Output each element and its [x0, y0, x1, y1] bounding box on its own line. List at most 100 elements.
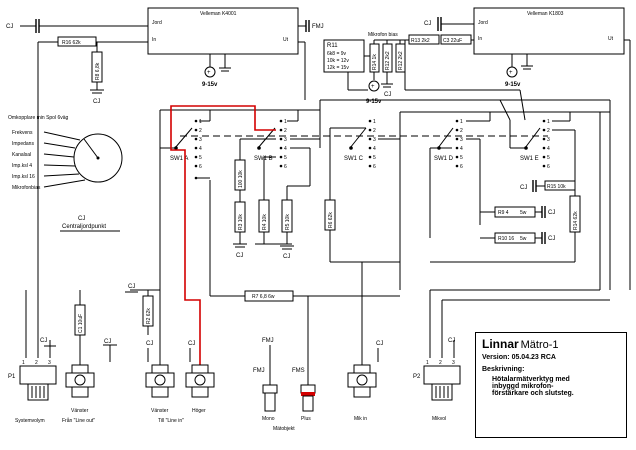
svg-text:CJ: CJ	[520, 185, 527, 191]
product-name: Mätro-1	[520, 339, 559, 351]
rotary-switch-legend: Omkopplare min Spol 6väg Frekvens Impeda…	[8, 115, 123, 191]
svg-text:4: 4	[284, 146, 287, 152]
svg-text:Ut: Ut	[608, 36, 614, 42]
svg-text:Omkopplare min Spol 6väg: Omkopplare min Spol 6väg	[8, 115, 69, 121]
resistor-sw1c: R6 62k	[324, 199, 400, 263]
svg-text:4: 4	[199, 146, 202, 152]
svg-text:P2: P2	[413, 374, 421, 380]
svg-text:Till "Line in": Till "Line in"	[158, 418, 184, 424]
switch-gang-b: 1 2 3 4 5 6 SW1 B	[254, 119, 287, 170]
title-block: Linnar Mätro-1 Version: 05.04.23 RCA Bes…	[475, 332, 627, 438]
svg-text:Jord: Jord	[152, 20, 162, 26]
svg-text:CJ: CJ	[78, 216, 85, 222]
resistor-r15: CJ R15 10k	[520, 180, 576, 192]
svg-text:CJ: CJ	[448, 338, 455, 344]
svg-text:Mikrofon bias: Mikrofon bias	[368, 32, 398, 38]
svg-text:R16 62k: R16 62k	[62, 40, 81, 46]
cj-ground-top-left: CJ	[6, 19, 148, 33]
svg-text:12k = 15v: 12k = 15v	[327, 65, 349, 71]
svg-text:R5 10k: R5 10k	[285, 214, 291, 230]
svg-text:R4 10k: R4 10k	[262, 214, 268, 230]
svg-text:CJ: CJ	[93, 99, 100, 105]
svg-text:Systemvolym: Systemvolym	[15, 418, 45, 424]
svg-text:1: 1	[460, 119, 463, 125]
svg-text:3: 3	[199, 137, 202, 143]
svg-text:R10 16: R10 16	[498, 236, 514, 242]
svg-text:Imp.ksl 4: Imp.ksl 4	[12, 163, 32, 169]
svg-text:Höger: Höger	[192, 408, 206, 414]
svg-text:In: In	[152, 37, 156, 43]
central-ground-point: CJ Centraljordpunkt	[60, 216, 120, 232]
svg-text:5: 5	[460, 155, 463, 161]
svg-text:1: 1	[373, 119, 376, 125]
svg-text:R8 6,8k: R8 6,8k	[95, 62, 101, 80]
mic-bias-block: Mikrofon bias R11 6k8 = 9v 10k = 12v 12k…	[323, 32, 406, 105]
svg-text:R15 10k: R15 10k	[547, 184, 566, 190]
switch-gang-d: 1 2 3 4 5 6 SW1 D	[434, 119, 463, 170]
svg-text:9-15v: 9-15v	[505, 82, 521, 88]
svg-text:C3 22uF: C3 22uF	[443, 38, 462, 44]
svg-text:6: 6	[373, 164, 376, 170]
svg-text:CJ: CJ	[376, 341, 383, 347]
version-text: Version: 05.04.23 RCA	[482, 354, 556, 361]
svg-text:Mikrofonbias: Mikrofonbias	[12, 185, 41, 191]
pot-p2: CJ 1 2 3 P2 10k Mikvol	[413, 289, 610, 422]
svg-text:R14 62k: R14 62k	[573, 211, 579, 230]
svg-text:1: 1	[547, 119, 550, 125]
svg-text:FMJ: FMJ	[253, 368, 265, 374]
module-k4001: Velleman K4001 Jord In Ut	[147, 7, 299, 55]
switch-gang-a: 1 2 3 4 5 6 SW1 A	[170, 119, 202, 180]
svg-text:CJ: CJ	[188, 341, 195, 347]
svg-text:R6 62k: R6 62k	[328, 212, 334, 228]
svg-text:Centraljordpunkt: Centraljordpunkt	[62, 224, 106, 230]
resistor-r9: R9 4 5w CJ	[480, 206, 555, 218]
svg-text:R12 2k2: R12 2k2	[385, 51, 391, 70]
svg-text:5w: 5w	[520, 210, 527, 216]
svg-text:10k = 12v: 10k = 12v	[327, 58, 349, 64]
svg-text:9-15v: 9-15v	[202, 82, 218, 88]
svg-text:1: 1	[426, 360, 429, 366]
svg-text:CJ: CJ	[424, 21, 431, 27]
svg-text:R7 6,8 6w: R7 6,8 6w	[252, 294, 275, 300]
fmj-ground-top: FMJ	[298, 20, 324, 32]
svg-text:Ut: Ut	[283, 37, 289, 43]
svg-text:1: 1	[22, 360, 25, 366]
svg-text:1: 1	[284, 119, 287, 125]
svg-text:Velleman K1803: Velleman K1803	[527, 11, 564, 17]
svg-text:1: 1	[199, 119, 202, 125]
svg-text:Imp.ksl 16: Imp.ksl 16	[12, 174, 35, 180]
svg-text:+: +	[371, 84, 375, 90]
resistor-right-vertical: R14 62k	[430, 195, 581, 263]
svg-text:CJ: CJ	[548, 236, 555, 242]
svg-text:9-15v: 9-15v	[366, 99, 382, 105]
svg-text:SW1 E: SW1 E	[520, 156, 539, 162]
resistor-sw1b-1: 100 10k R3 10k CJ	[233, 138, 276, 259]
svg-text:R3 10k: R3 10k	[238, 214, 244, 230]
svg-text:3: 3	[547, 137, 550, 143]
brand-name: Linnar	[482, 337, 519, 351]
svg-text:R2 62k: R2 62k	[146, 308, 152, 324]
svg-text:R12 2k2: R12 2k2	[398, 51, 404, 70]
rca-hoger-in: CJ Höger Till "Line in"	[158, 341, 215, 424]
svg-text:3: 3	[284, 137, 287, 143]
rca-vanster-out: C1 10uF CJ Vänster Från "Line out"	[62, 290, 117, 424]
svg-text:SW1 A: SW1 A	[170, 156, 188, 162]
svg-text:Mik in: Mik in	[354, 416, 367, 422]
svg-text:SW1 B: SW1 B	[254, 156, 273, 162]
svg-text:CJ: CJ	[6, 24, 13, 30]
cj-ground-top-right: CJ	[424, 17, 474, 31]
svg-text:CJ: CJ	[128, 284, 135, 290]
svg-text:6: 6	[199, 164, 202, 170]
svg-text:2: 2	[373, 128, 376, 134]
svg-text:2: 2	[35, 360, 38, 366]
svg-text:3: 3	[452, 360, 455, 366]
svg-text:CJ: CJ	[104, 339, 111, 345]
svg-text:FMS: FMS	[292, 368, 305, 374]
svg-text:6: 6	[284, 164, 287, 170]
svg-text:Frekvens: Frekvens	[12, 130, 33, 136]
description-label: Beskrivning:	[482, 366, 525, 373]
svg-text:100 10k: 100 10k	[238, 170, 244, 188]
rca-mik-in: CJ Mik in	[347, 262, 383, 422]
module-k1803: Velleman K1803 Jord In Ut	[473, 7, 625, 55]
